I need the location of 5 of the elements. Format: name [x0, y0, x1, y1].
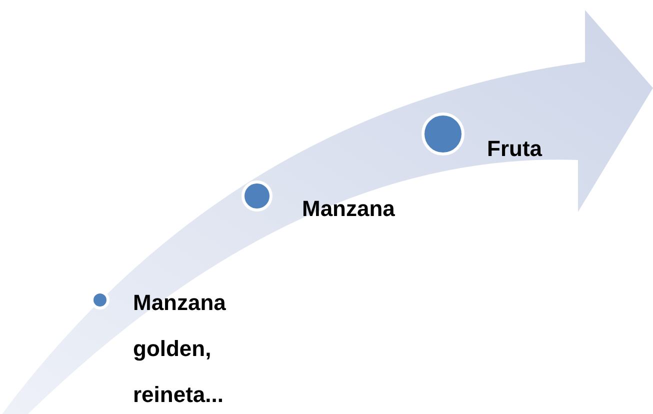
step-label: Manzana	[302, 195, 396, 223]
step-circle	[242, 180, 272, 212]
step-label: Fruta	[487, 135, 544, 163]
step-label: Manzana golden, reineta...	[133, 289, 227, 409]
step-circle	[90, 290, 110, 310]
